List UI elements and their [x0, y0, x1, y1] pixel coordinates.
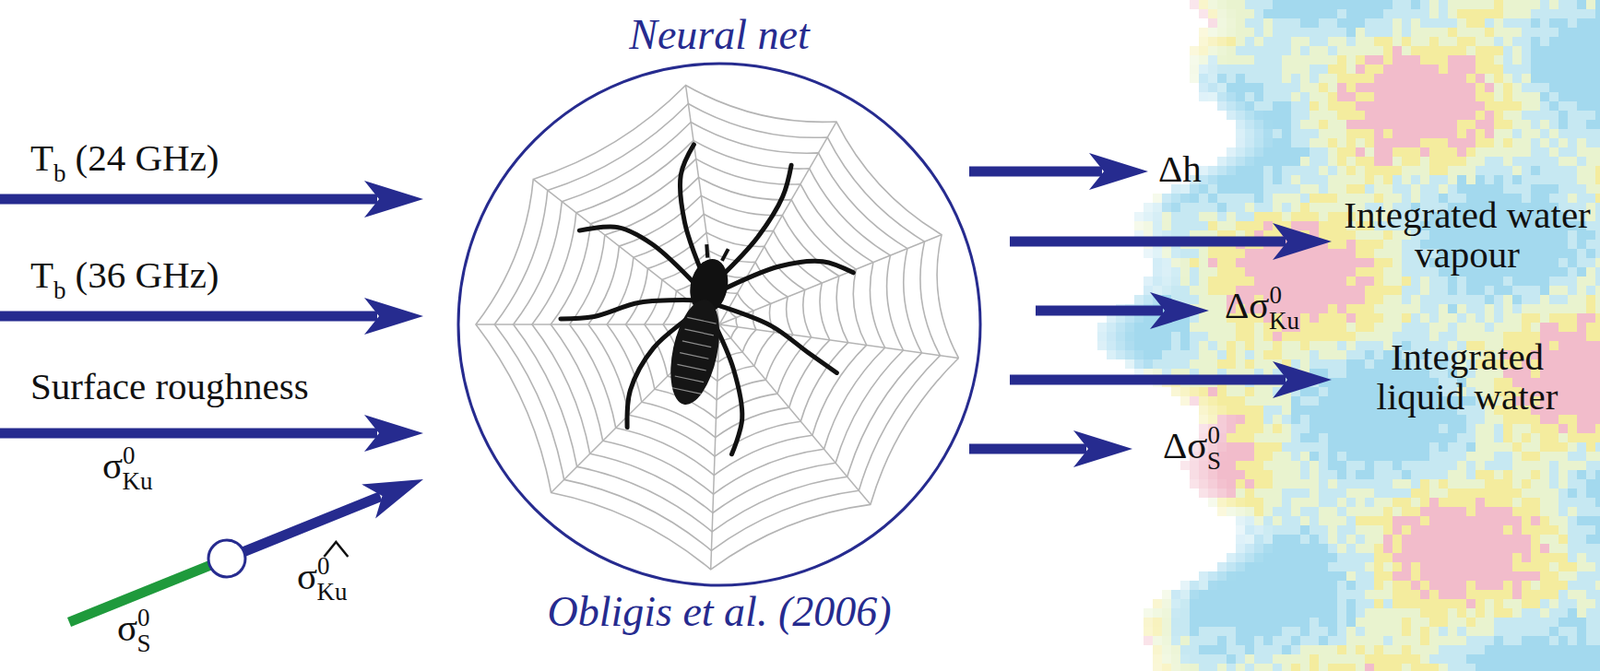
output-arrow — [1009, 361, 1332, 399]
neural-net-circle: Neural netObligis et al. (2006) — [456, 61, 983, 588]
arrow-head — [364, 180, 424, 218]
arrow-head — [364, 297, 424, 335]
label-text: Δσ — [1224, 285, 1269, 326]
label-text: Integrated water vapour — [1343, 193, 1590, 276]
label-text: Δσ — [1162, 426, 1208, 466]
superscript: 0 — [122, 442, 136, 469]
label-text: (36 GHz) — [75, 255, 220, 296]
arrow-head — [361, 479, 424, 520]
subscript: S — [1207, 448, 1221, 475]
label-group: Surface roughness — [30, 367, 309, 407]
subscript: Ku — [317, 579, 348, 605]
input-arrow — [226, 479, 424, 559]
arrow-head — [1272, 223, 1332, 261]
label-group: Δσ0S — [1162, 426, 1221, 466]
circle-outline — [456, 61, 983, 588]
superscript: 0 — [1268, 282, 1282, 309]
output-arrow — [969, 430, 1133, 468]
label-group: Tb(36 GHz) — [30, 255, 220, 296]
arrow-shaft — [1009, 375, 1286, 386]
label-group: Integrated water vapour — [1341, 195, 1593, 275]
citation: Obligis et al. (2006) — [546, 591, 891, 634]
arrow-head — [1149, 292, 1209, 330]
label-text: Δh — [1158, 149, 1202, 190]
arrow-shaft — [0, 428, 378, 439]
arrow-head — [1073, 430, 1133, 468]
arrow-shaft — [0, 311, 378, 322]
circle-heading: Neural net — [628, 13, 809, 57]
subscript: b — [53, 160, 67, 187]
input-arrow — [0, 414, 424, 452]
label-group: Δh — [1158, 149, 1202, 190]
map-texture — [1097, 0, 1600, 671]
label-text: σ — [117, 608, 138, 649]
arrow-shaft — [1009, 237, 1286, 248]
output-arrow — [969, 153, 1149, 190]
label-group: Integrated liquid water — [1341, 337, 1593, 417]
label-group: Tb(24 GHz) — [30, 138, 220, 178]
arrow-shaft — [969, 166, 1103, 178]
label-text: (24 GHz) — [75, 138, 220, 178]
label-group: σ0Ku — [296, 557, 348, 597]
arrow-shaft — [1035, 306, 1163, 317]
subscript: Ku — [122, 468, 154, 495]
arrow-head — [364, 414, 424, 452]
superscript: 0 — [317, 553, 331, 580]
output-arrow — [1035, 292, 1209, 330]
spider-web — [475, 85, 959, 570]
arrow-head — [1089, 153, 1149, 190]
label-group: σ0S — [117, 608, 152, 649]
subscript: b — [53, 277, 67, 304]
label-group: Δσ0Ku — [1224, 285, 1300, 326]
junction-circle — [208, 540, 246, 578]
superscript: 0 — [137, 604, 151, 631]
label-text: T — [30, 255, 54, 296]
label-text: Surface roughness — [30, 367, 309, 407]
arrow-shaft — [969, 444, 1087, 455]
subscript: S — [137, 630, 152, 657]
arrow-shaft — [0, 194, 378, 205]
spider — [540, 125, 878, 473]
subscript: Ku — [1268, 308, 1300, 334]
superscript: 0 — [1207, 422, 1221, 449]
output-arrow — [1009, 223, 1332, 261]
label-text: σ — [296, 557, 318, 597]
label-text: T — [30, 138, 54, 178]
label-group: σ0Ku — [102, 446, 154, 486]
arrow-shaft — [226, 497, 381, 559]
label-text: Integrated liquid water — [1376, 335, 1559, 418]
label-text: σ — [102, 446, 123, 486]
arrow-head — [1272, 361, 1332, 399]
